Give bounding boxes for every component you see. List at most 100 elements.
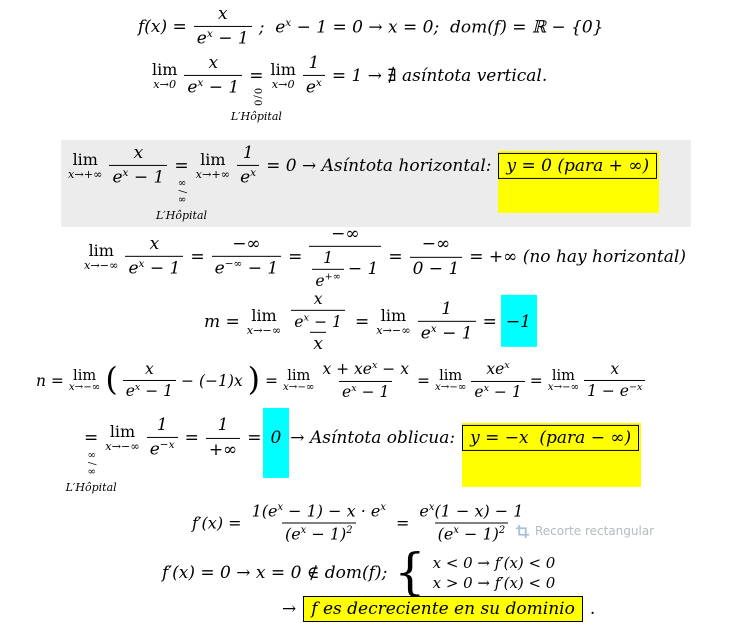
numerator: −∞	[331, 223, 360, 244]
fraction: 1 ex	[302, 52, 325, 99]
lim-word: lim	[251, 305, 277, 325]
conclusion-box: f es decreciente en su dominio	[303, 596, 583, 622]
screen-clip-tooltip-label: Recorte rectangular	[535, 524, 655, 538]
crop-icon	[516, 524, 529, 538]
denominator: (ex − 1)2	[434, 522, 509, 545]
equals-sign: =	[265, 372, 279, 390]
denominator: 1 e+∞ − 1	[309, 246, 382, 291]
equals-with-lhopital: = ∞/∞ L′Hôpital	[66, 428, 117, 494]
denominator-rest: − 1	[347, 258, 379, 279]
limit-operator: lim x→−∞	[435, 368, 466, 394]
numerator: x + xex − x	[322, 359, 409, 379]
lhopital-label: L′Hôpital	[230, 109, 282, 123]
fraction: x + xex − x ex − 1	[319, 360, 412, 402]
numerator: 1	[217, 415, 229, 436]
lhopital-annotation: 0/0 L′Hôpital	[231, 88, 282, 122]
denominator: ex − 1	[193, 26, 252, 50]
denominator: x	[310, 331, 326, 355]
lim-subscript: x→−∞	[246, 323, 282, 337]
numerator: 1(ex − 1) − x · ex	[251, 501, 386, 521]
numerator: 1	[323, 248, 334, 268]
limit-operator: lim x→+∞	[68, 149, 103, 181]
numerator: ex(1 − x) − 1	[419, 501, 524, 521]
denominator: e−x	[146, 437, 178, 461]
lim-subscript: x→−∞	[547, 382, 580, 394]
line-vertical-asymptote: lim x→0 x ex − 1 = 0/0 L′Hôpital lim x→0…	[152, 52, 548, 123]
numerator: −∞	[421, 234, 451, 255]
domain-statement: ; ex − 1 = 0 → x = 0; dom(f) = ℝ − {0}	[258, 16, 604, 38]
denominator: ex − 1	[122, 380, 177, 402]
equals-with-lhopital: = ∞/∞ L′Hôpital	[156, 156, 207, 222]
line-conclusion: → f es decreciente en su dominio .	[282, 596, 595, 622]
fraction: 1 ex	[237, 142, 260, 189]
equals-sign: =	[174, 156, 189, 176]
lhopital-label: L′Hôpital	[155, 208, 208, 222]
screen-clip-tooltip[interactable]: Recorte rectangular	[516, 524, 654, 538]
equals-sign: =	[416, 372, 430, 390]
no-vertical-asymptote-statement: = 1 → ∄ asíntota vertical.	[331, 66, 548, 86]
lim-word: lim	[287, 366, 311, 384]
numerator: 1	[242, 142, 254, 163]
zero-result-wrap: 0	[263, 408, 290, 478]
lhopital-label: L′Hôpital	[65, 480, 117, 494]
lim-word: lim	[152, 59, 178, 79]
close-paren: )	[247, 362, 261, 399]
cases-stack: x < 0 → f′(x) < 0 x > 0 → f′(x) < 0	[433, 553, 556, 593]
derivative-zero-statement: f′(x) = 0 → x = 0 ∉ dom(f);	[162, 563, 388, 583]
numerator: x	[217, 3, 228, 24]
equals-sign: =	[184, 428, 199, 448]
nested-fraction: x ex − 1	[291, 289, 345, 331]
numerator: x	[208, 52, 219, 73]
line-oblique-slope: m = lim x→−∞ x ex − 1 x = lim x→−∞ 1 ex …	[204, 289, 537, 355]
numerator: 1	[441, 298, 453, 319]
numerator: −∞	[232, 233, 261, 254]
equals-with-lhopital: = 0/0 L′Hôpital	[231, 66, 282, 122]
equals-sign: =	[247, 428, 262, 448]
limit-operator: lim x→0	[270, 59, 296, 91]
lim-word: lim	[88, 240, 114, 260]
numerator: xex	[486, 359, 510, 379]
fraction: 1(ex − 1) − x · ex (ex − 1)2	[249, 502, 389, 545]
limit-operator: lim x→−∞	[84, 240, 118, 272]
lim-word: lim	[270, 59, 296, 79]
denominator: ex − 1	[417, 321, 476, 345]
fraction: x ex − 1	[122, 360, 177, 402]
denominator: e−∞ − 1	[211, 256, 282, 280]
fraction: x ex − 1	[193, 3, 252, 50]
numerator: 1	[156, 414, 168, 435]
line-sign-analysis: f′(x) = 0 → x = 0 ∉ dom(f); { x < 0 → f′…	[162, 543, 556, 602]
equals-sign: =	[395, 513, 410, 533]
nested-fraction: 1 e+∞	[312, 248, 344, 291]
numerator: 1	[308, 52, 320, 73]
fraction: x ex − 1	[109, 143, 168, 189]
denominator: ex − 1	[291, 309, 345, 331]
fraction: xex ex − 1	[471, 359, 525, 403]
denominator: e+∞	[312, 268, 344, 291]
indeterminate-form: 0/0	[251, 88, 263, 108]
highlight-wrap: y = 0 (para + ∞)	[498, 151, 660, 213]
numerator: x ex − 1	[288, 289, 348, 332]
lim-word: lim	[439, 366, 463, 384]
limit-operator: lim x→−∞	[283, 368, 314, 394]
lhopital-annotation: ∞/∞ L′Hôpital	[66, 450, 117, 493]
equals-sign: =	[388, 247, 403, 267]
horizontal-asymptote-text: = 0 → Asíntota horizontal:	[266, 156, 492, 176]
limit-operator: lim x→0	[152, 59, 178, 91]
limit-operator: lim x→−∞	[246, 305, 282, 337]
equals-sign: =	[249, 66, 264, 86]
lim-subscript: x→−∞	[283, 382, 315, 394]
cases-brace: {	[394, 543, 426, 602]
line-oblique-conclusion: = ∞/∞ L′Hôpital lim x→−∞ 1 e−x = 1 +∞ = …	[66, 408, 642, 494]
lim-subscript: x→−∞	[68, 382, 101, 394]
lim-subscript: x→0	[271, 77, 295, 91]
fraction: x ex − 1	[184, 52, 243, 99]
numerator: x	[145, 360, 154, 379]
denominator: ex − 1	[471, 380, 525, 403]
lim-word: lim	[72, 149, 98, 169]
horizontal-asymptote-result-box: y = 0 (para + ∞)	[498, 153, 658, 179]
line-horizontal-asymptote: lim x→+∞ x ex − 1 = ∞/∞ L′Hôpital lim x→…	[68, 142, 660, 222]
lim-subscript: x→+∞	[68, 167, 103, 181]
function-lhs: f(x) =	[138, 17, 187, 37]
numerator: x	[313, 288, 323, 308]
fraction: 1 +∞	[205, 415, 241, 461]
